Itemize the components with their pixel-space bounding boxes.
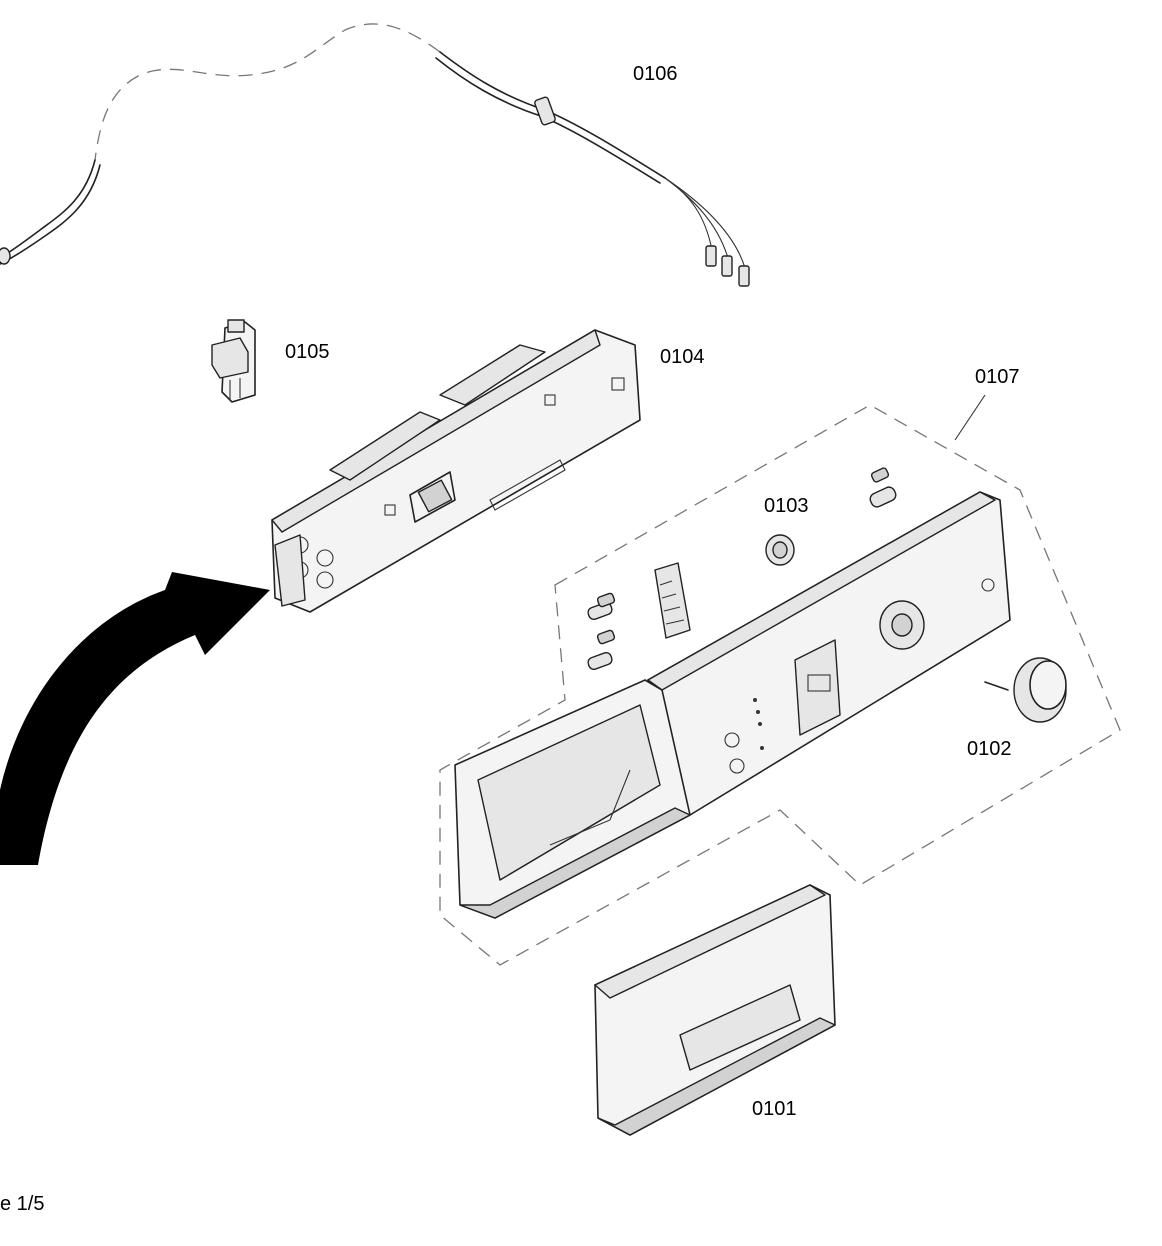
cable-0106: [0, 23, 750, 287]
insert-direction-arrow: [0, 572, 270, 865]
drawer-handle-0101: [594, 884, 836, 1136]
label-0101: 0101: [752, 1098, 797, 1120]
knob-0102: [984, 657, 1067, 723]
label-0107: 0107: [975, 366, 1020, 388]
label-0103: 0103: [764, 495, 809, 517]
switch-0105: [211, 319, 256, 403]
label-0105: 0105: [285, 341, 330, 363]
drawer-frame: [454, 679, 691, 919]
light-pipe-parts: [587, 467, 897, 671]
page-note: e 1/5: [0, 1193, 44, 1215]
spindle-0103: [765, 534, 795, 566]
label-0102: 0102: [967, 738, 1012, 760]
fascia-assembly-outline-0107: [439, 394, 1121, 966]
control-module-0104: [271, 329, 641, 613]
label-0106: 0106: [633, 63, 678, 85]
fascia-panel: [647, 491, 1011, 816]
label-0104: 0104: [660, 346, 705, 368]
